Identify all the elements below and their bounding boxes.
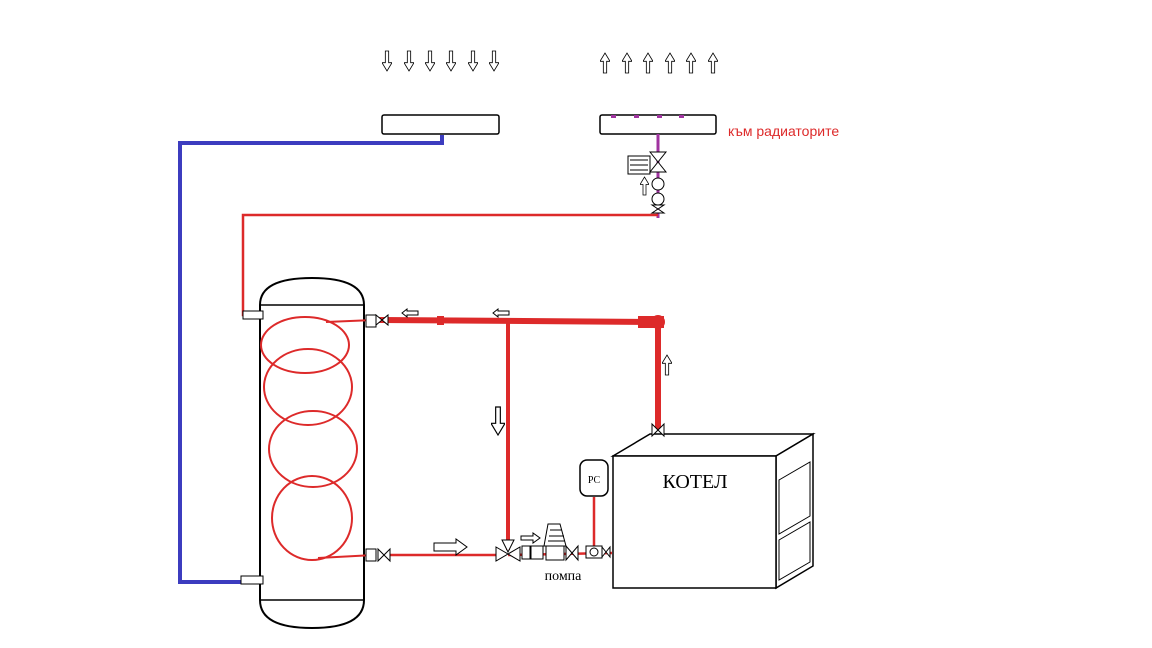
- pump-label: помпа: [545, 569, 583, 584]
- radiator-taps: [611, 115, 684, 118]
- boiler: КОТЕЛ: [610, 422, 816, 590]
- up-arrow-icon: [643, 52, 653, 74]
- down-arrow-icon: [468, 50, 478, 72]
- up-arrow-icon: [708, 52, 718, 74]
- down-arrow-icon: [446, 50, 456, 72]
- down-arrow-icon: [382, 50, 392, 72]
- up-arrow-icon: [665, 52, 675, 74]
- down-arrow-icon: [425, 50, 435, 72]
- valve-icon: [651, 422, 665, 438]
- return-radiator-panel: [381, 114, 500, 135]
- up-arrow-icon: [622, 52, 632, 74]
- left-arrow-icon: [492, 307, 510, 319]
- right-arrow-icon: [520, 532, 541, 544]
- radiators-label: към радиаторите: [728, 123, 839, 139]
- pump-icon: [521, 523, 611, 562]
- down-arrow-icon: [489, 50, 499, 72]
- valve-icon: [365, 313, 389, 328]
- left-arrow-icon: [401, 307, 419, 319]
- boiler-label: КОТЕЛ: [662, 471, 727, 493]
- up-arrow-icon: [686, 52, 696, 74]
- expansion-vessel: РС: [579, 459, 609, 497]
- tank-heating-coil: [260, 316, 375, 561]
- down-arrow-icon: [404, 50, 414, 72]
- boiler-flow-pipe: [377, 317, 661, 430]
- flow-pipe-joint: [651, 315, 665, 329]
- expansion-vessel-label: РС: [588, 475, 601, 486]
- up-arrow-icon: [600, 52, 610, 74]
- incoming-air-arrows: [382, 50, 499, 72]
- outgoing-air-arrows: [600, 52, 718, 74]
- right-arrow-icon: [433, 538, 468, 556]
- valve-icon: [365, 547, 391, 563]
- three-way-valve-icon: [495, 539, 521, 562]
- flow-pipe-fitting: [437, 316, 444, 325]
- up-arrow-icon: [640, 176, 649, 196]
- down-arrow-icon: [491, 406, 505, 436]
- up-arrow-icon: [662, 354, 672, 376]
- storage-tank: [240, 276, 365, 630]
- cold-return-pipe: [178, 135, 444, 584]
- thermostatic-valve-icon: [627, 151, 668, 214]
